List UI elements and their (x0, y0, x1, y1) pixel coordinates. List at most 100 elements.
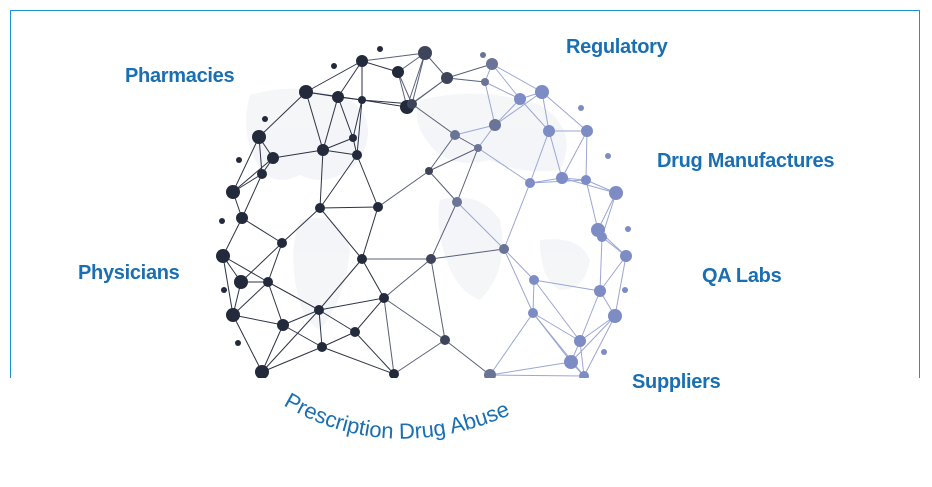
network-node (594, 285, 606, 297)
network-edge (533, 279, 601, 292)
network-node (529, 275, 539, 285)
network-edge (361, 258, 385, 299)
network-node (601, 349, 607, 355)
network-edge (267, 281, 284, 326)
network-node (373, 202, 383, 212)
network-edge (318, 309, 323, 348)
network-edge (321, 331, 356, 348)
network-edge (319, 149, 324, 209)
network-edge (319, 206, 379, 209)
network-edge (282, 324, 323, 348)
network-node (556, 172, 568, 184)
network-node (499, 244, 509, 254)
network-edge (430, 258, 446, 341)
network-node (441, 72, 453, 84)
network-edge (411, 52, 426, 105)
regulatory-label: Regulatory (566, 36, 668, 58)
network-edge (319, 154, 358, 209)
network-edge (222, 255, 234, 316)
network-node (379, 293, 389, 303)
network-node (221, 287, 227, 293)
network-node (486, 58, 498, 70)
network-edge (503, 248, 534, 314)
network-edge (585, 130, 588, 181)
network-edge (258, 91, 307, 138)
network-edge (232, 157, 274, 193)
network-edge (444, 339, 491, 376)
suppliers-label: Suppliers (632, 371, 721, 393)
network-node (358, 96, 366, 104)
network-edge (352, 99, 363, 139)
network-edge (383, 297, 446, 341)
network-node (440, 335, 450, 345)
network-node (226, 185, 240, 199)
network-edge (318, 297, 385, 311)
network-edge (240, 242, 283, 283)
network-edge (484, 81, 496, 126)
network-node (255, 365, 269, 379)
network-edge (377, 170, 430, 208)
network-edge (272, 149, 324, 159)
network-edge (261, 309, 320, 373)
network-edge (428, 147, 479, 172)
network-node (277, 319, 289, 331)
network-node (581, 125, 593, 137)
network-node (608, 309, 622, 323)
network-edge (241, 173, 263, 219)
network-edge (503, 182, 531, 250)
network-edge (529, 130, 550, 184)
network-edge (267, 242, 283, 283)
network-node (389, 369, 399, 379)
network-edge (356, 99, 363, 156)
network-edge (232, 136, 260, 193)
network-node (578, 105, 584, 111)
network-node (609, 186, 623, 200)
physicians-label: Physicians (78, 262, 180, 284)
network-node (426, 254, 436, 264)
network-node (263, 277, 273, 287)
network-edge (430, 201, 458, 260)
qa-labs-label: QA Labs (702, 265, 782, 287)
network-node (597, 232, 607, 242)
network-edge (232, 314, 284, 326)
network-node (450, 130, 460, 140)
network-edge (503, 248, 535, 281)
network-edge (261, 324, 284, 373)
network-edge (446, 77, 486, 83)
network-node (622, 287, 628, 293)
network-edge (406, 52, 426, 108)
network-edge (383, 297, 395, 375)
network-node (514, 93, 526, 105)
network-edge (354, 331, 395, 375)
globe-bottom-mask (0, 378, 932, 487)
network-edge (489, 374, 585, 377)
network-node (314, 305, 324, 315)
network-edge (489, 361, 572, 376)
network-edge (541, 91, 588, 132)
network-node (425, 167, 433, 175)
network-node (564, 355, 578, 369)
network-node (481, 78, 489, 86)
network-node (543, 125, 555, 137)
network-edge (356, 154, 379, 208)
network-node (236, 157, 242, 163)
network-edge (305, 91, 324, 151)
network-edge (585, 179, 599, 231)
network-node (535, 85, 549, 99)
network-edge (456, 201, 505, 250)
network-node (252, 130, 266, 144)
network-node (480, 52, 486, 58)
network-edge (579, 315, 616, 342)
network-node (581, 175, 591, 185)
network-edge (241, 217, 283, 244)
network-node (407, 99, 417, 109)
network-edge (322, 96, 339, 151)
network-edge (454, 124, 496, 136)
network-edge (532, 279, 535, 314)
network-edge (361, 99, 408, 108)
network-edge (354, 297, 385, 333)
network-node (525, 178, 535, 188)
pharmacies-label: Pharmacies (125, 65, 235, 87)
